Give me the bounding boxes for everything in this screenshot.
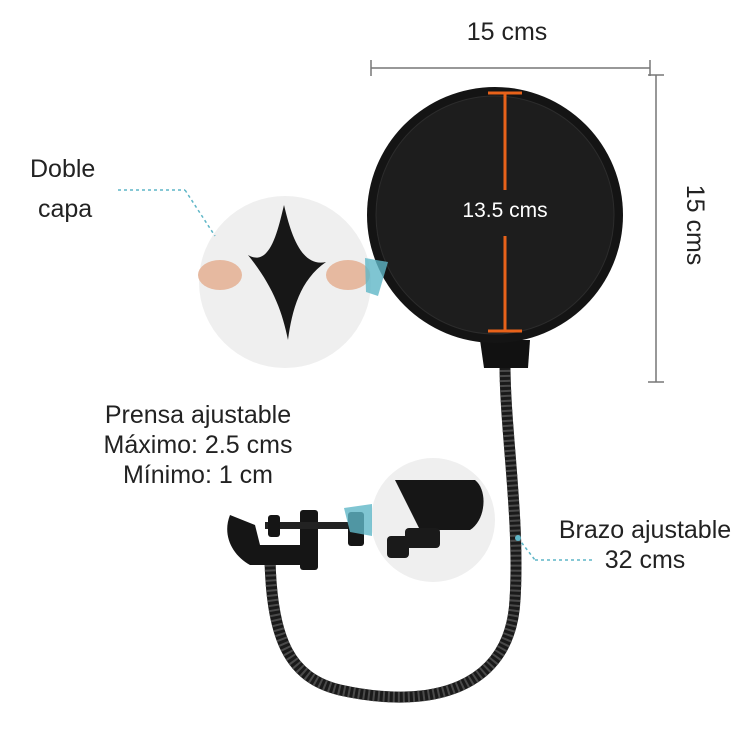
double-layer-label-line-2: capa bbox=[38, 195, 93, 223]
height-label: 15 cms bbox=[681, 184, 709, 266]
arm-length: 32 cms bbox=[604, 546, 686, 574]
arm-label: Brazo ajustable 32 cms bbox=[540, 515, 750, 575]
clamp-max: Máximo: 2.5 cms bbox=[103, 431, 293, 459]
clamp-label: Prensa ajustable Máximo: 2.5 cms Mínimo:… bbox=[68, 400, 328, 490]
clamp-inset bbox=[344, 458, 495, 582]
clamp bbox=[227, 510, 364, 570]
double-layer-label-line-1: Doble bbox=[30, 155, 96, 183]
pop-filter bbox=[367, 87, 623, 368]
width-dimension-line bbox=[370, 60, 651, 76]
double-layer-leader bbox=[118, 189, 216, 237]
inner-diameter-label: 13.5 cms bbox=[440, 198, 570, 224]
height-dimension-line bbox=[648, 74, 664, 383]
width-label: 15 cms bbox=[466, 18, 548, 46]
arm-title: Brazo ajustable bbox=[558, 516, 732, 544]
inner-diameter-marker bbox=[488, 91, 522, 333]
clamp-min: Mínimo: 1 cm bbox=[122, 461, 274, 489]
arm-leader bbox=[515, 535, 595, 561]
double-layer-inset bbox=[198, 196, 388, 368]
clamp-title: Prensa ajustable bbox=[104, 401, 292, 429]
